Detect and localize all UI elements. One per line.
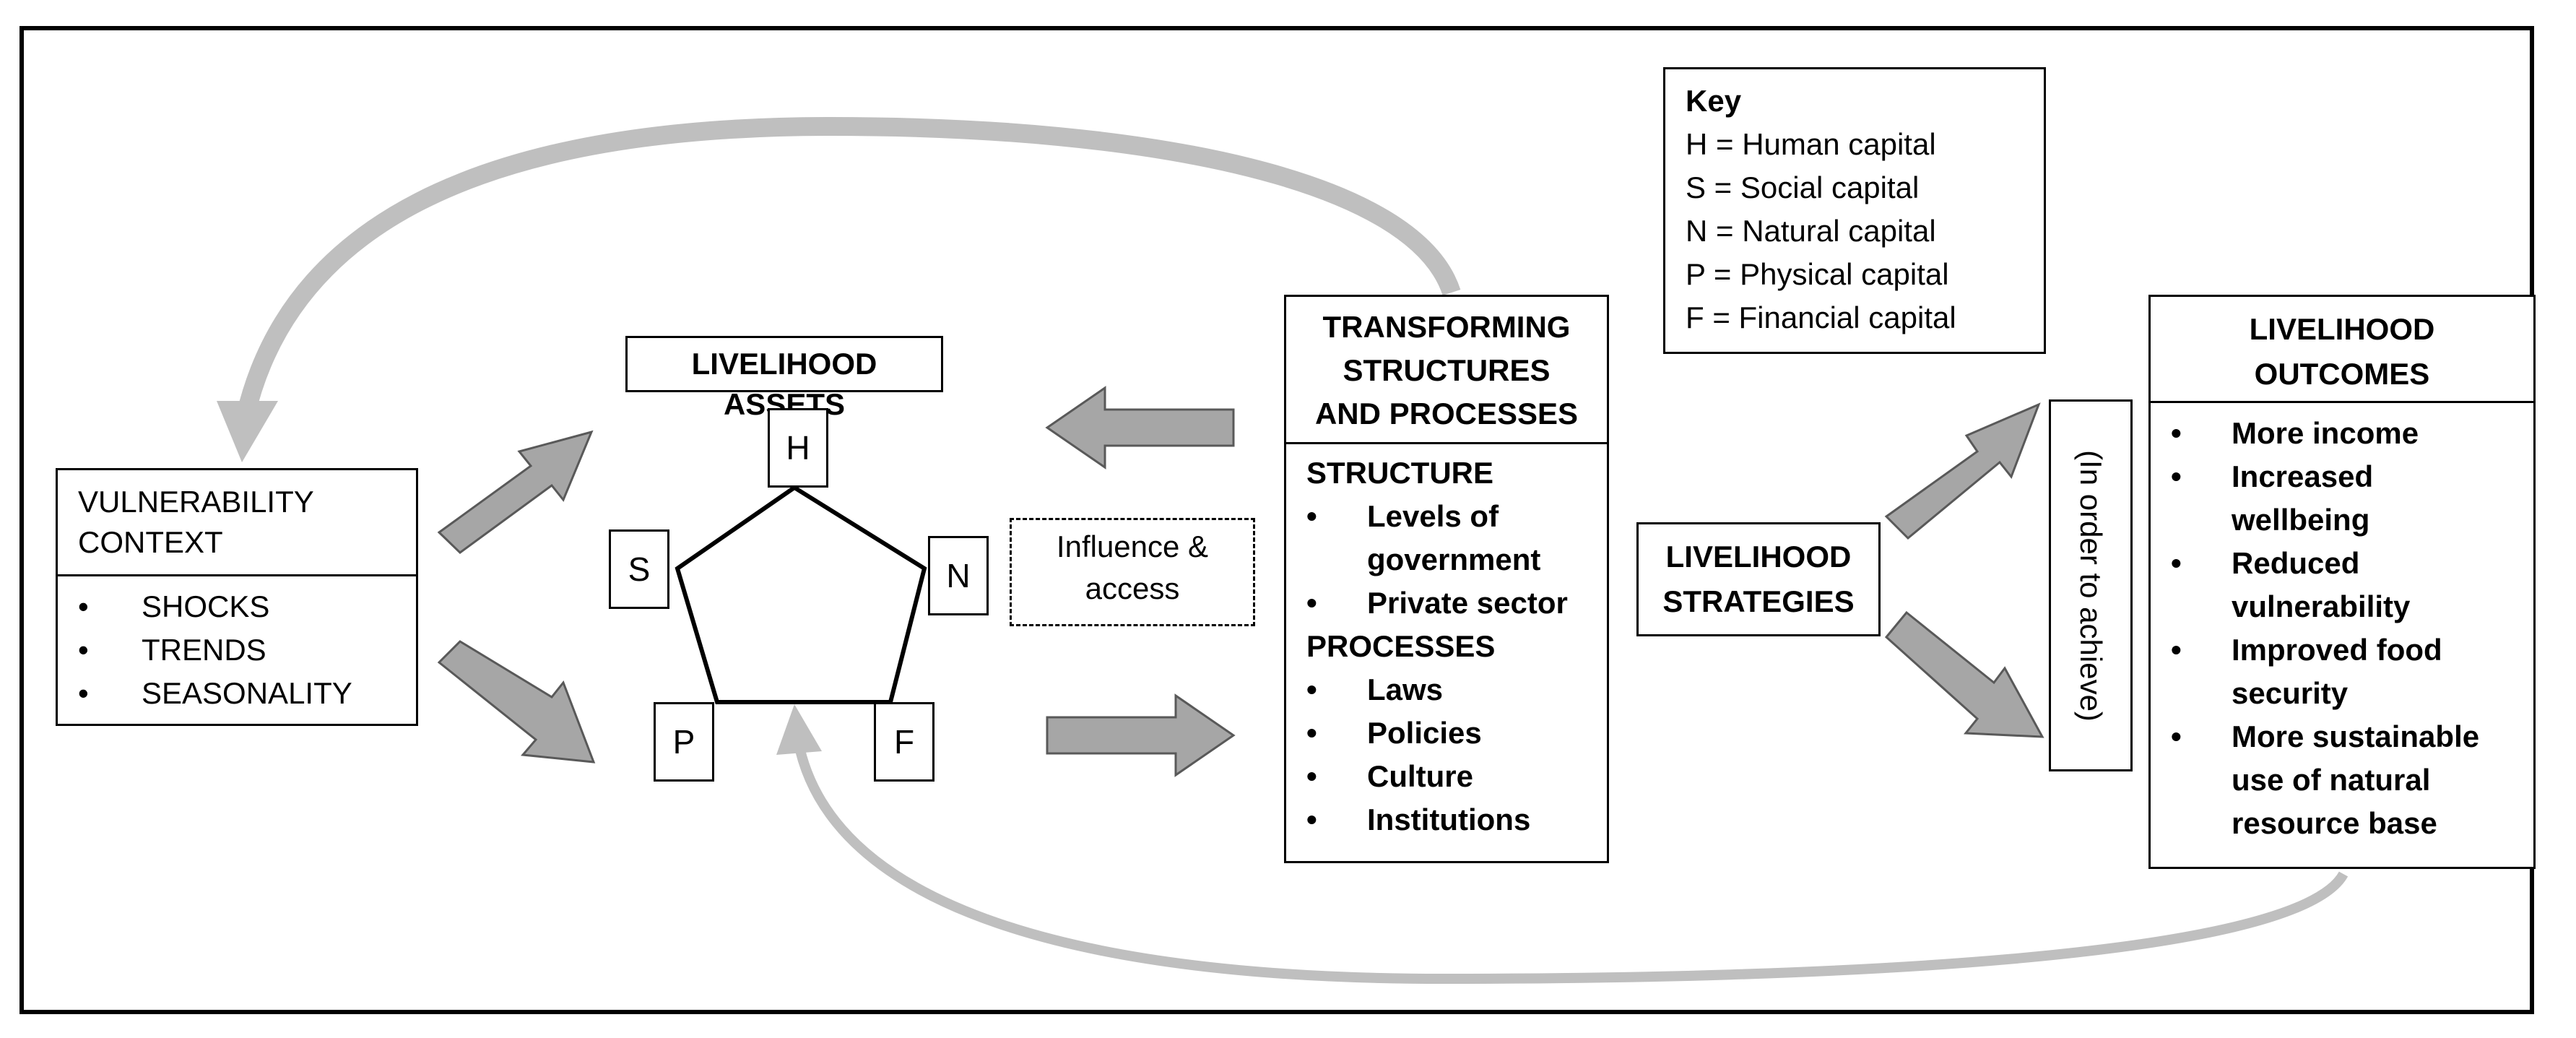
vulnerability-list: • SHOCKS • TRENDS • SEASONALITY — [78, 585, 416, 715]
in-order-box: (In order to achieve) — [2049, 399, 2133, 771]
key-box: Key H = Human capital S = Social capital… — [1663, 67, 2046, 354]
list-item: • Reduced vulnerability — [2171, 542, 2533, 628]
list-item: • Culture — [1306, 755, 1607, 798]
bullet: • — [2171, 416, 2182, 450]
strategies-line1: LIVELIHOOD — [1665, 540, 1852, 574]
vulnerability-title-box: VULNERABILITY CONTEXT — [56, 468, 418, 576]
asset-node-n: N — [928, 536, 989, 615]
transforming-title-line2: STRUCTURES — [1343, 353, 1551, 387]
transforming-content-box: STRUCTURE • Levels of government • Priva… — [1284, 442, 1609, 863]
process-item: Laws — [1367, 672, 1444, 706]
process-item: Culture — [1367, 759, 1473, 793]
bullet: • — [2171, 719, 2182, 753]
influence-access-box: Influence & access — [1010, 518, 1255, 626]
vulnerability-title-line2: CONTEXT — [78, 525, 223, 559]
bullet: • — [78, 589, 89, 623]
list-item: • Improved food security — [2171, 628, 2533, 715]
structure-item: Levels of government — [1367, 499, 1541, 576]
influence-line1: Influence & — [1056, 529, 1209, 563]
bullet: • — [2171, 546, 2182, 580]
process-item: Institutions — [1367, 803, 1531, 836]
list-item: • More sustainable use of natural resour… — [2171, 715, 2533, 845]
bullet: • — [78, 676, 89, 710]
process-item: Policies — [1367, 716, 1482, 750]
asset-node-f: F — [874, 702, 934, 782]
feedback-arc-bottom-head — [776, 704, 822, 755]
outcomes-list-box: • More income • Increased wellbeing • Re… — [2148, 401, 2536, 869]
outcomes-title-line2: OUTCOMES — [2254, 357, 2430, 391]
vulnerability-item: SEASONALITY — [142, 676, 352, 710]
list-item: • Policies — [1306, 712, 1607, 755]
bullet: • — [1306, 499, 1317, 533]
strategies-box: LIVELIHOOD STRATEGIES — [1636, 522, 1881, 636]
list-item: • More income — [2171, 412, 2533, 455]
key-title: Key — [1686, 84, 1742, 118]
arrow-strategies-to-achieve-down — [1884, 610, 2044, 738]
list-item: • SHOCKS — [78, 585, 416, 628]
asset-node-s: S — [609, 529, 669, 609]
bullet: • — [1306, 759, 1317, 793]
bullet: • — [1306, 716, 1317, 750]
outcome-item: Reduced vulnerability — [2232, 546, 2411, 623]
structure-heading: STRUCTURE — [1306, 456, 1493, 490]
processes-heading: PROCESSES — [1306, 629, 1496, 663]
feedback-arc-bottom — [793, 739, 2349, 985]
transforming-title-box: TRANSFORMING STRUCTURES AND PROCESSES — [1284, 295, 1609, 444]
outcomes-title-line1: LIVELIHOOD — [2249, 312, 2435, 346]
bullet: • — [2171, 459, 2182, 493]
vulnerability-title-line1: VULNERABILITY — [78, 485, 314, 519]
vulnerability-item: TRENDS — [142, 633, 266, 667]
outcome-item: Improved food security — [2232, 633, 2442, 710]
strategies-line2: STRATEGIES — [1662, 584, 1855, 618]
asset-node-h: H — [768, 408, 828, 488]
outcomes-title-box: LIVELIHOOD OUTCOMES — [2148, 295, 2536, 403]
bullet: • — [1306, 803, 1317, 836]
assets-pentagon — [675, 485, 927, 704]
list-item: • Increased wellbeing — [2171, 455, 2533, 542]
transforming-title-line3: AND PROCESSES — [1314, 397, 1579, 431]
feedback-arc-top-head — [217, 401, 278, 462]
key-item: S = Social capital — [1686, 170, 1920, 204]
list-item: • Institutions — [1306, 798, 1607, 842]
arrow-transforming-to-assets — [1045, 386, 1235, 470]
list-item: • TRENDS — [78, 628, 416, 672]
assets-title-box: LIVELIHOOD ASSETS — [625, 336, 943, 421]
structure-item: Private sector — [1367, 586, 1568, 620]
list-item: • SEASONALITY — [78, 672, 416, 715]
vulnerability-list-box: • SHOCKS • TRENDS • SEASONALITY — [56, 574, 418, 726]
list-item: • Private sector — [1306, 581, 1607, 625]
arrow-vulnerability-to-assets-down — [437, 640, 596, 764]
outcome-item: Increased wellbeing — [2232, 459, 2374, 537]
transforming-title-line1: TRANSFORMING — [1322, 310, 1571, 344]
key-item: H = Human capital — [1686, 127, 1936, 161]
influence-line2: access — [1085, 571, 1180, 605]
arrow-assets-to-transforming — [1046, 693, 1236, 777]
bullet: • — [1306, 672, 1317, 706]
bullet: • — [1306, 586, 1317, 620]
feedback-arc-top — [236, 116, 1461, 418]
outcome-item: More income — [2232, 416, 2419, 450]
vulnerability-item: SHOCKS — [142, 589, 270, 623]
key-item: N = Natural capital — [1686, 214, 1936, 248]
bullet: • — [78, 633, 89, 667]
in-order-text: (In order to achieve) — [2074, 449, 2108, 722]
arrow-strategies-to-achieve-up — [1884, 402, 2041, 540]
key-item: P = Physical capital — [1686, 257, 1949, 291]
outcome-item: More sustainable use of natural resource… — [2232, 719, 2480, 840]
bullet: • — [2171, 633, 2182, 667]
arrow-vulnerability-to-assets-up — [437, 430, 594, 554]
key-item: F = Financial capital — [1686, 300, 1956, 334]
list-item: • Levels of government — [1306, 495, 1607, 581]
asset-node-p: P — [654, 702, 714, 782]
list-item: • Laws — [1306, 668, 1607, 712]
